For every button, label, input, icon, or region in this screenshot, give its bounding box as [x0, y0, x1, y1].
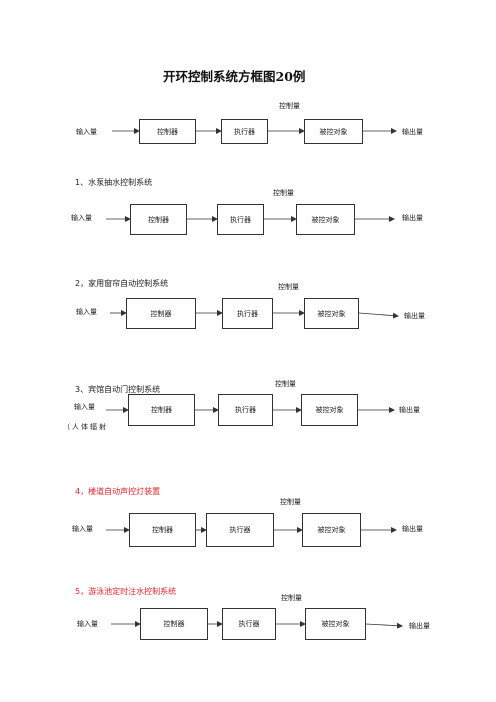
- input-label: 输入量: [77, 620, 98, 628]
- input-label: 输入量: [72, 525, 93, 533]
- plant-box: 被控对象: [296, 204, 355, 235]
- controller-box: 控制器: [128, 394, 195, 426]
- input-label: 输入量: [76, 128, 97, 136]
- input-label: 输入量: [74, 403, 95, 411]
- section-heading-2: 2，家用窗帘自动控制系统: [75, 279, 169, 288]
- page-title: 开环控制系统方框图20例: [163, 69, 306, 84]
- section-heading-5: 5，游泳池定时注水控制系统: [75, 587, 177, 596]
- section-heading-4: 4，楼道自动声控灯装置: [75, 487, 161, 496]
- control-label: 控制量: [278, 283, 299, 291]
- control-label: 控制量: [275, 380, 296, 388]
- controller-box: 控制器: [126, 298, 196, 329]
- control-label: 控制量: [280, 498, 301, 506]
- section-heading-1: 1、水泵抽水控制系统: [75, 178, 153, 187]
- plant-box: 被控对象: [301, 394, 358, 426]
- input-note: （人体辐射: [63, 423, 108, 431]
- output-label: 输出量: [404, 312, 425, 320]
- plant-box: 被控对象: [305, 608, 366, 640]
- control-label: 控制量: [281, 594, 302, 602]
- output-label: 输出量: [402, 128, 423, 136]
- actuator-box: 执行器: [222, 608, 276, 640]
- actuator-box: 执行器: [218, 394, 273, 426]
- plant-box: 被控对象: [304, 119, 363, 144]
- output-label: 输出量: [402, 525, 423, 533]
- control-label: 控制量: [273, 189, 294, 197]
- output-label: 输出量: [399, 406, 420, 414]
- output-label: 输出量: [409, 622, 430, 630]
- input-label: 输入量: [76, 308, 97, 316]
- plant-box: 被控对象: [304, 298, 359, 329]
- arrow: [365, 622, 403, 629]
- actuator-box: 执行器: [206, 513, 274, 547]
- control-label: 控制量: [279, 102, 300, 110]
- section-heading-3: 3、宾馆自动门控制系统: [75, 385, 161, 394]
- output-label: 输出量: [402, 214, 423, 222]
- actuator-box: 执行器: [222, 298, 273, 329]
- actuator-box: 执行器: [217, 204, 264, 235]
- plant-box: 被控对象: [302, 513, 361, 547]
- input-label: 输入量: [71, 214, 92, 222]
- arrow: [358, 312, 399, 319]
- controller-box: 控制器: [139, 119, 196, 144]
